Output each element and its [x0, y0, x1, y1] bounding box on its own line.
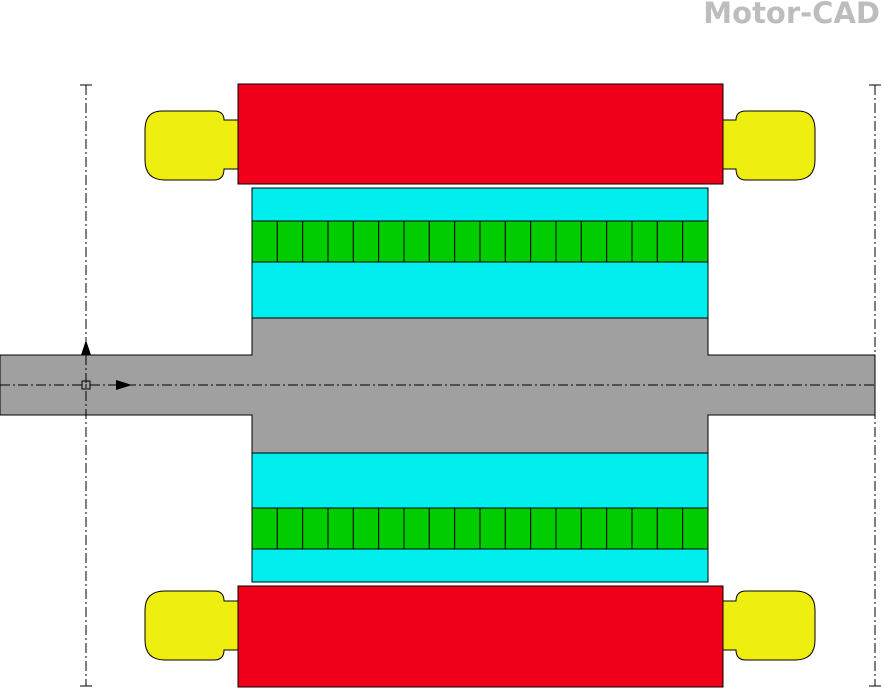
- bottom-slot: [352, 507, 380, 550]
- bottom-slot: [606, 507, 633, 550]
- bottom-slot: [479, 507, 506, 550]
- rotor-slot-row-top: [251, 220, 709, 263]
- top-slot: [302, 220, 329, 263]
- end-winding-top-left: [144, 110, 239, 181]
- top-slot: [631, 220, 658, 263]
- top-slot: [251, 220, 278, 263]
- top-slot: [428, 220, 456, 263]
- top-slot: [454, 220, 481, 263]
- magnet-bottom-outer: [251, 548, 709, 583]
- bottom-slot: [428, 507, 456, 550]
- magnet-bottom-inner: [251, 452, 709, 509]
- bottom-slot: [580, 507, 608, 550]
- stator-housing-top: [237, 83, 724, 185]
- top-slot: [606, 220, 633, 263]
- top-slot: [352, 220, 380, 263]
- bottom-slot: [378, 507, 405, 550]
- bottom-slot: [631, 507, 658, 550]
- motor-cad-watermark: Motor-CAD: [703, 0, 880, 30]
- bottom-slot: [504, 507, 532, 550]
- x-axis-arrow: [116, 380, 132, 390]
- bottom-slot: [530, 507, 557, 550]
- bottom-slot: [327, 507, 354, 550]
- top-slot: [682, 220, 709, 263]
- end-winding-bottom-right: [721, 590, 816, 661]
- stator-housing-bottom: [237, 585, 724, 688]
- rotor-slot-row-bottom: [251, 507, 709, 550]
- top-slot: [504, 220, 532, 263]
- top-slot: [530, 220, 557, 263]
- top-slot: [555, 220, 582, 263]
- origin-marker: [81, 380, 91, 390]
- magnet-top-inner: [251, 261, 709, 319]
- top-slot: [276, 220, 304, 263]
- bottom-slot: [276, 507, 304, 550]
- bottom-slot: [403, 507, 430, 550]
- top-slot: [479, 220, 506, 263]
- magnet-top-outer: [251, 187, 709, 222]
- end-winding-bottom-left: [144, 590, 239, 661]
- end-winding-top-right: [721, 110, 816, 181]
- bottom-slot: [555, 507, 582, 550]
- top-slot: [403, 220, 430, 263]
- bottom-slot: [302, 507, 329, 550]
- bottom-slot: [682, 507, 709, 550]
- top-slot: [656, 220, 684, 263]
- bottom-slot: [454, 507, 481, 550]
- bottom-slot: [656, 507, 684, 550]
- top-slot: [327, 220, 354, 263]
- bottom-slot: [251, 507, 278, 550]
- top-slot: [378, 220, 405, 263]
- top-slot: [580, 220, 608, 263]
- y-axis-arrow: [81, 340, 91, 355]
